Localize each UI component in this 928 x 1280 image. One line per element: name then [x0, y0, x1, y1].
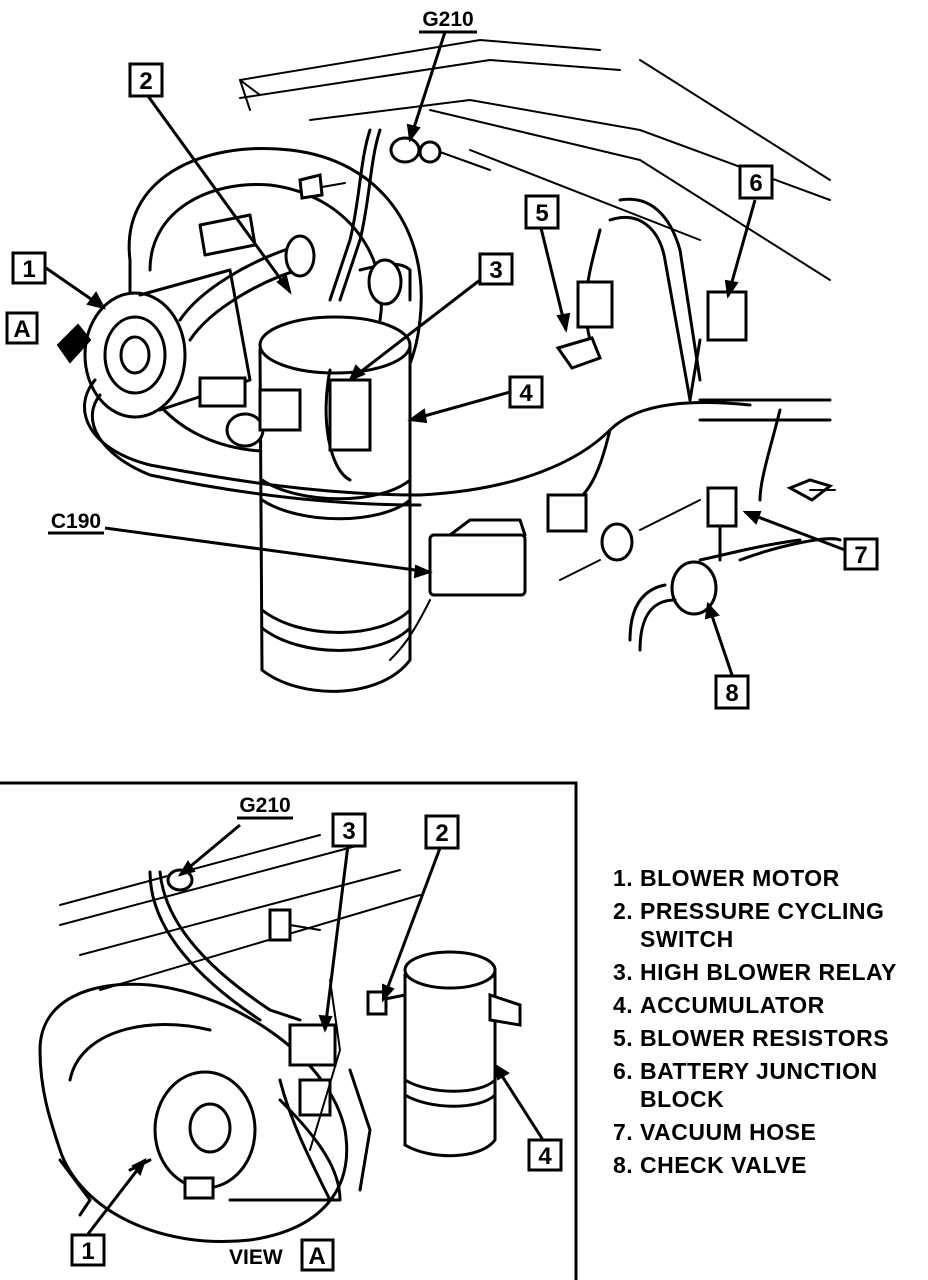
callout-3: 3 — [478, 252, 514, 286]
callout-2: 2 — [128, 62, 164, 98]
callout-6-label: 6 — [749, 170, 762, 197]
inset-callout-2-label: 2 — [435, 820, 448, 847]
ground-label-main-text: G210 — [422, 8, 473, 31]
legend-item-text: HIGH BLOWER RELAY — [640, 959, 897, 985]
view-a-caption-text: VIEW — [229, 1246, 283, 1269]
inset-callout-3: 3 — [331, 812, 367, 848]
callout-6: 6 — [738, 164, 774, 200]
legend-item-text: PRESSURE CYCLING SWITCH — [640, 898, 885, 952]
callout-5-label: 5 — [535, 200, 548, 227]
legend: 1. BLOWER MOTOR 2. PRESSURE CYCLING SWIT… — [613, 864, 923, 1184]
callout-7: 7 — [843, 537, 879, 571]
legend-item-blower-resistors: 5. BLOWER RESISTORS — [613, 1024, 923, 1052]
legend-item-number: 6. — [613, 1058, 634, 1084]
callout-8-label: 8 — [725, 680, 738, 707]
legend-item-number: 3. — [613, 959, 634, 985]
inset-frame — [0, 781, 578, 1280]
callout-1-label: 1 — [22, 256, 35, 283]
legend-item-number: 5. — [613, 1025, 634, 1051]
connector-label-c190: C190 — [48, 510, 104, 535]
legend-item-number: 8. — [613, 1152, 634, 1178]
legend-item-text: BLOWER RESISTORS — [640, 1025, 890, 1051]
inset-callout-1-label: 1 — [81, 1238, 94, 1265]
ground-label-inset: G210 — [237, 794, 293, 820]
legend-item-text: BLOWER MOTOR — [640, 865, 840, 891]
connector-label-c190-text: C190 — [51, 510, 101, 533]
inset-callout-2: 2 — [424, 814, 460, 850]
callout-8: 8 — [714, 674, 750, 710]
legend-item-number: 1. — [613, 865, 634, 891]
inset-view-leaders — [86, 823, 545, 1235]
callout-4-label: 4 — [519, 380, 533, 407]
inset-callout-3-label: 3 — [342, 818, 355, 845]
legend-item-battery-junction-block: 6. BATTERY JUNCTION BLOCK — [613, 1057, 923, 1113]
callout-7-label: 7 — [854, 542, 867, 569]
legend-item-number: 2. — [613, 898, 634, 924]
callout-4: 4 — [508, 375, 544, 409]
inset-view-drawing — [38, 834, 522, 1243]
legend-item-blower-motor: 1. BLOWER MOTOR — [613, 864, 923, 892]
legend-item-number: 4. — [613, 992, 634, 1018]
callout-2-label: 2 — [139, 68, 152, 95]
ground-label-main: G210 — [419, 8, 477, 34]
inset-callout-4: 4 — [527, 1138, 563, 1172]
legend-item-text: CHECK VALVE — [640, 1152, 807, 1178]
legend-item-number: 7. — [613, 1119, 634, 1145]
inset-callout-1: 1 — [70, 1233, 106, 1267]
view-a-caption-marker: A — [308, 1243, 325, 1270]
view-a-caption: VIEW A — [229, 1238, 335, 1272]
callout-3-label: 3 — [489, 257, 502, 284]
view-a-marker-label: A — [13, 316, 30, 343]
callout-5: 5 — [524, 194, 560, 230]
legend-item-pressure-cycling-switch: 2. PRESSURE CYCLING SWITCH — [613, 897, 923, 953]
callout-1: 1 — [11, 251, 47, 285]
main-view-drawing — [56, 39, 842, 693]
ground-label-inset-text: G210 — [239, 794, 290, 817]
legend-item-text: VACUUM HOSE — [640, 1119, 817, 1145]
legend-item-vacuum-hose: 7. VACUUM HOSE — [613, 1118, 923, 1146]
inset-callout-4-label: 4 — [538, 1143, 552, 1170]
legend-item-check-valve: 8. CHECK VALVE — [613, 1151, 923, 1179]
legend-item-high-blower-relay: 3. HIGH BLOWER RELAY — [613, 958, 923, 986]
legend-item-accumulator: 4. ACCUMULATOR — [613, 991, 923, 1019]
legend-item-text: ACCUMULATOR — [640, 992, 825, 1018]
main-view-leaders — [45, 31, 846, 676]
view-a-marker: A — [5, 311, 39, 345]
legend-item-text: BATTERY JUNCTION BLOCK — [640, 1058, 878, 1112]
